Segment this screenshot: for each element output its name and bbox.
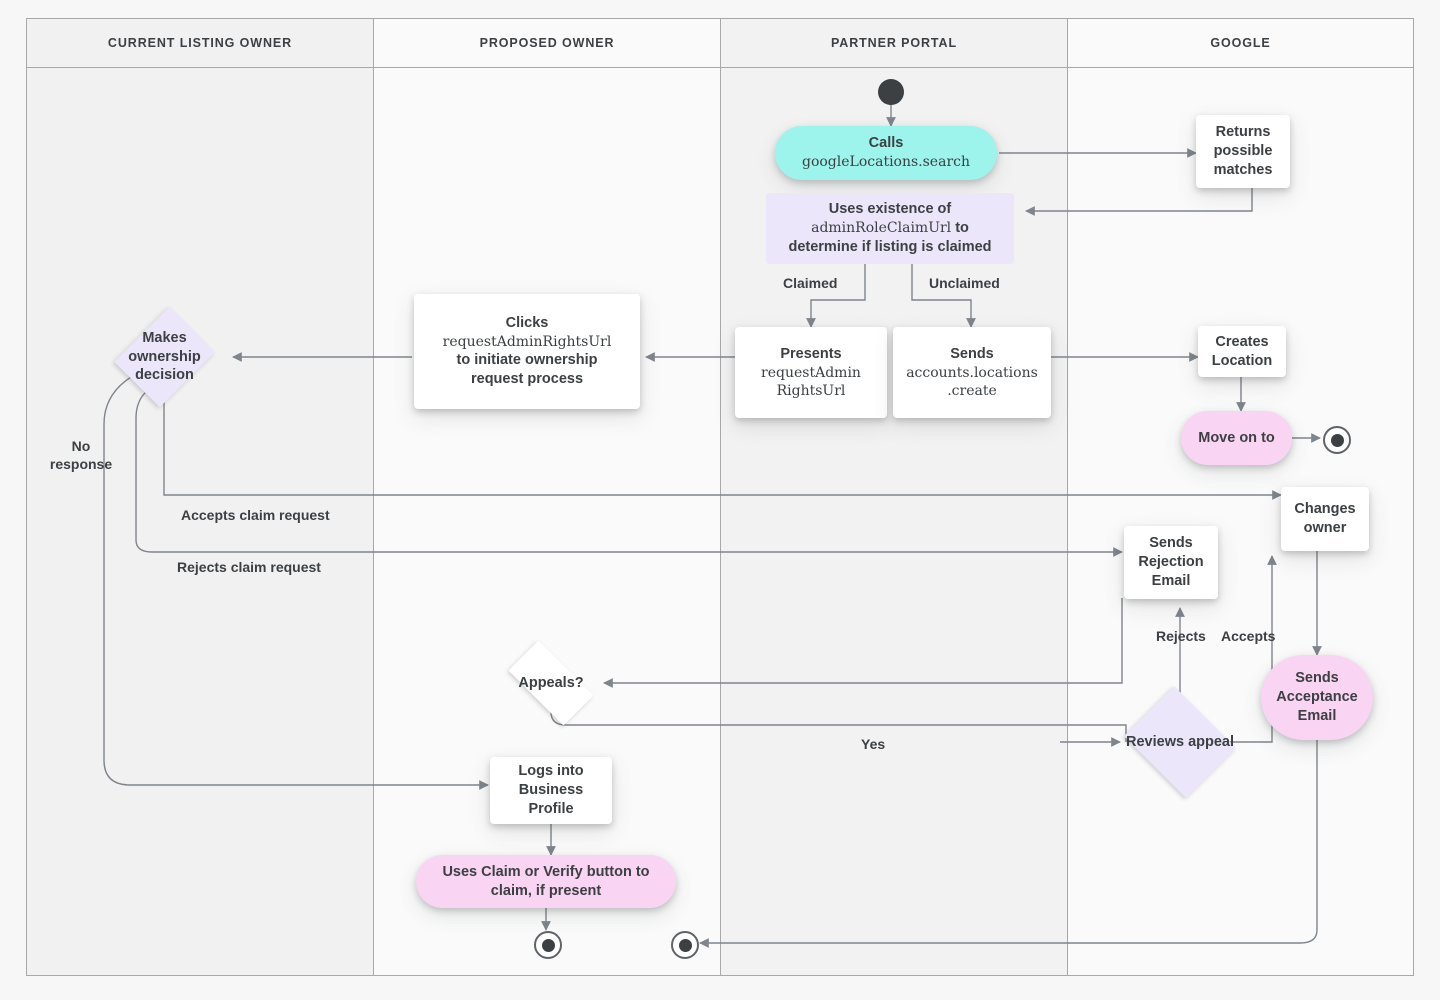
node-line-2: requestAdmin <box>761 364 861 381</box>
node-label: Uses Claim or Verify button to claim, if… <box>442 863 650 899</box>
edge-label-accepts: Accepts <box>1221 628 1276 644</box>
node-line-3: to initiate ownership <box>456 352 598 369</box>
lane-title: PARTNER PORTAL <box>830 36 958 50</box>
lane-header-partner-portal: PARTNER PORTAL <box>721 19 1067 68</box>
node-uses-claim-or-verify-button[interactable]: Uses Claim or Verify button to claim, if… <box>416 855 676 908</box>
node-line-1: Clicks <box>505 315 549 332</box>
edge-label-unclaimed: Unclaimed <box>929 275 1000 291</box>
node-label: Move on to <box>1198 429 1275 446</box>
lane-current-listing-owner: CURRENT LISTING OWNER <box>27 19 374 975</box>
node-line-2b: to <box>951 220 969 237</box>
node-line-3: .create <box>947 382 997 399</box>
node-mono-token: adminRoleClaimUrl <box>811 220 952 237</box>
node-label: Appeals? <box>518 674 584 691</box>
node-returns-possible-matches[interactable]: Returns possible matches <box>1196 115 1290 188</box>
node-label: Sends Rejection Email <box>1138 535 1204 589</box>
node-sends-accounts-locations-create[interactable]: Sends accounts.locations .create <box>893 327 1051 418</box>
end-node-partner <box>671 931 699 959</box>
edge-label-accepts-claim-request: Accepts claim request <box>181 507 330 523</box>
lane-header-google: GOOGLE <box>1068 19 1413 68</box>
node-sends-rejection-email[interactable]: Sends Rejection Email <box>1124 526 1218 599</box>
lane-header-proposed-owner: PROPOSED OWNER <box>374 19 720 68</box>
edge-label-no-response: No response <box>49 438 113 473</box>
node-clicks-request-admin-rights-url[interactable]: Clicks requestAdminRightsUrl to initiate… <box>414 294 640 409</box>
node-appeals-decision[interactable]: Appeals? <box>496 640 606 726</box>
node-line-2: googleLocations.search <box>801 154 970 171</box>
edge-label-yes: Yes <box>861 736 886 752</box>
lane-proposed-owner: PROPOSED OWNER <box>374 19 721 975</box>
lane-title: CURRENT LISTING OWNER <box>107 36 293 50</box>
node-label: Returns possible matches <box>1213 124 1273 178</box>
edge-label-rejects: Rejects <box>1156 628 1206 644</box>
node-line-1: Uses existence of <box>828 201 952 218</box>
node-label: Reviews appeal <box>1126 733 1234 750</box>
edge-label-claimed: Claimed <box>783 275 838 291</box>
node-makes-ownership-decision[interactable]: Makes ownership decision <box>114 302 215 412</box>
edge-label-rejects-claim-request: Rejects claim request <box>177 559 321 575</box>
start-node <box>878 79 904 105</box>
node-line-2: accounts.locations <box>906 364 1038 381</box>
node-line-1: Calls <box>868 135 904 152</box>
end-node-google <box>1323 426 1351 454</box>
node-line-2: requestAdminRightsUrl <box>442 333 612 350</box>
lane-header-current-listing-owner: CURRENT LISTING OWNER <box>27 19 373 68</box>
node-line-1: Sends <box>950 345 994 362</box>
node-label: Sends Acceptance Email <box>1276 670 1358 724</box>
end-node-proposed <box>534 931 562 959</box>
node-sends-acceptance-email[interactable]: Sends Acceptance Email <box>1261 655 1373 740</box>
node-line-3: RightsUrl <box>776 382 846 399</box>
node-calls-google-locations-search[interactable]: Calls googleLocations.search <box>775 126 997 180</box>
node-label: Logs into Business Profile <box>518 763 584 817</box>
lane-title: GOOGLE <box>1210 36 1271 50</box>
node-label: Makes ownership decision <box>128 330 201 384</box>
node-changes-owner[interactable]: Changes owner <box>1281 487 1369 551</box>
node-line-3: determine if listing is claimed <box>788 238 992 255</box>
node-presents-request-admin-rights-url[interactable]: Presents requestAdmin RightsUrl <box>735 327 887 418</box>
node-line-4: request process <box>470 371 584 388</box>
node-label: Changes owner <box>1294 501 1356 536</box>
node-move-on-to[interactable]: Move on to <box>1181 411 1292 465</box>
node-line-2: adminRoleClaimUrl to <box>811 219 969 238</box>
node-creates-location[interactable]: Creates Location <box>1198 326 1286 377</box>
node-uses-existence-of-admin-role-claim-url[interactable]: Uses existence of adminRoleClaimUrl to d… <box>766 193 1014 264</box>
lane-title: PROPOSED OWNER <box>479 36 615 50</box>
node-label: Creates Location <box>1211 333 1273 369</box>
node-reviews-appeal[interactable]: Reviews appeal <box>1118 685 1242 799</box>
node-line-1: Presents <box>780 345 842 362</box>
node-logs-into-business-profile[interactable]: Logs into Business Profile <box>490 757 612 824</box>
